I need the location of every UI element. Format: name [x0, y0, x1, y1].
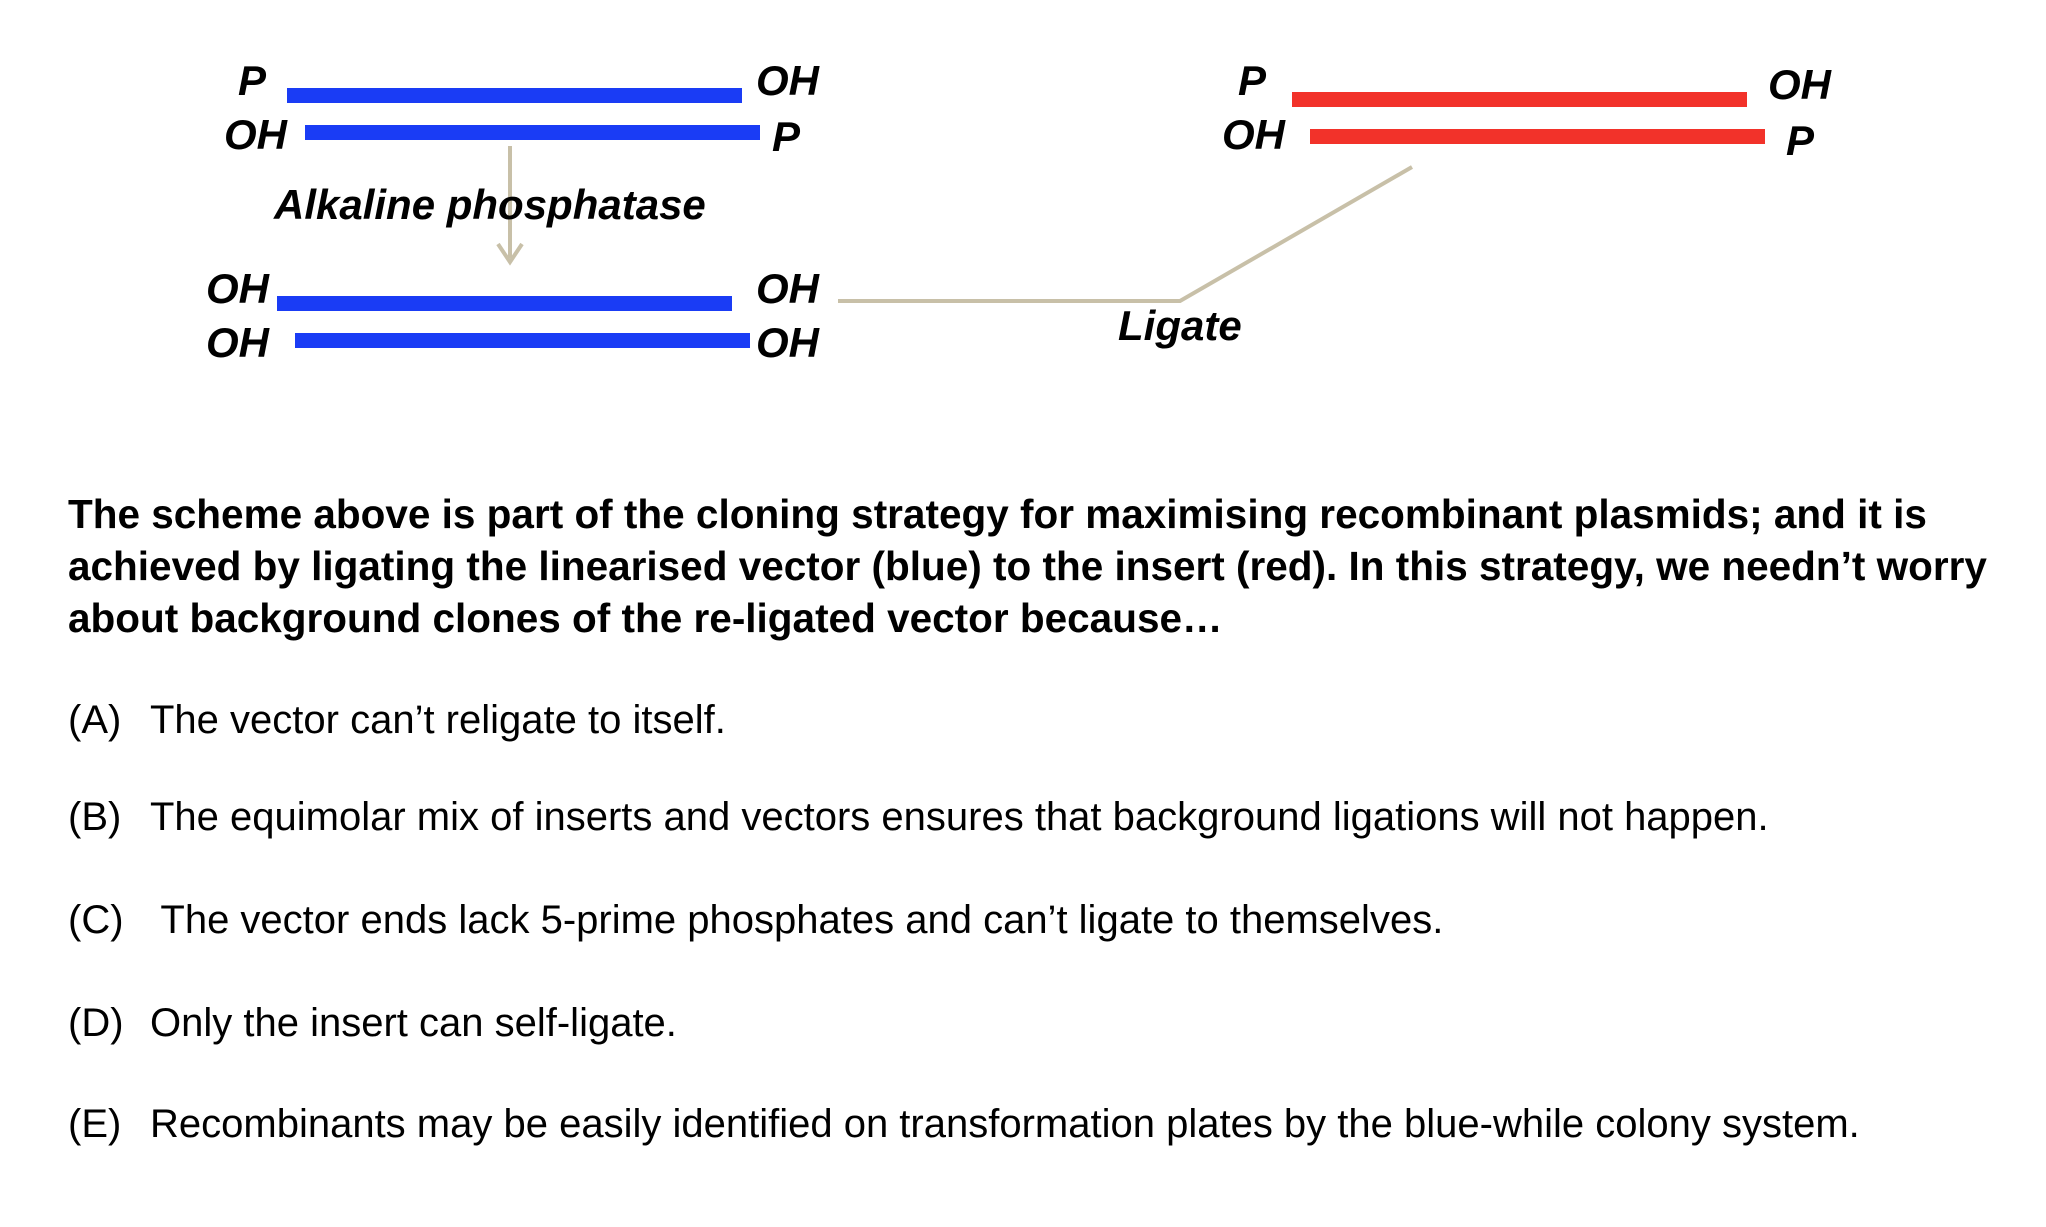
option-b[interactable]: (B) The equimolar mix of inserts and vect…: [68, 797, 1769, 837]
alkaline-phosphatase-label: Alkaline phosphatase: [274, 181, 706, 228]
phosphatase-arrow-head: [496, 242, 524, 266]
cloning-scheme: P OH OH P Alkaline phosphatase OH OH OH …: [0, 0, 2046, 420]
vector-before-bottom-right-end: P: [772, 113, 801, 160]
option-letter: (C): [68, 898, 124, 942]
vector-before-top-left-end: P: [238, 57, 267, 104]
insert-top-right-end: OH: [1768, 61, 1831, 108]
vector-before-top-strand: [287, 88, 742, 103]
vector-before-bottom-left-end: OH: [224, 111, 287, 158]
option-text: The vector can’t religate to itself.: [150, 698, 726, 742]
insert-bottom-strand: [1310, 129, 1765, 144]
option-c[interactable]: (C) The vector ends lack 5-prime phospha…: [68, 900, 1443, 940]
insert-bottom-right-end: P: [1786, 117, 1815, 164]
option-text: The equimolar mix of inserts and vectors…: [150, 795, 1769, 839]
option-e[interactable]: (E) Recombinants may be easily identified…: [68, 1104, 1860, 1144]
vector-after-top-right-end: OH: [756, 265, 819, 312]
ligate-label: Ligate: [1118, 302, 1242, 349]
option-text: Recombinants may be easily identified on…: [150, 1102, 1860, 1146]
option-a[interactable]: (A) The vector can’t religate to itself.: [68, 700, 726, 740]
vector-after-bottom-strand: [295, 333, 750, 348]
vector-after-top-left-end: OH: [206, 265, 269, 312]
insert-top-strand: [1292, 92, 1747, 107]
vector-after-top-strand: [277, 296, 732, 311]
option-letter: (E): [68, 1102, 122, 1146]
connector-lines: [496, 146, 1414, 303]
vector-after-bottom-right-end: OH: [756, 319, 819, 366]
vector-before-top-right-end: OH: [756, 57, 819, 104]
option-text: The vector ends lack 5-prime phosphates …: [150, 898, 1444, 942]
insert-bottom-left-end: OH: [1222, 111, 1285, 158]
insert-top-left-end: P: [1238, 57, 1267, 104]
ligate-connector: [838, 165, 1414, 303]
option-d[interactable]: (D) Only the insert can self-ligate.: [68, 1003, 677, 1043]
vector-before-bottom-strand: [305, 125, 760, 140]
option-text: Only the insert can self-ligate.: [150, 1001, 677, 1045]
vector-after-bottom-left-end: OH: [206, 319, 269, 366]
question-stem: The scheme above is part of the cloning …: [68, 491, 1987, 641]
option-letter: (D): [68, 1001, 124, 1045]
option-letter: (B): [68, 795, 122, 839]
option-letter: (A): [68, 698, 122, 742]
